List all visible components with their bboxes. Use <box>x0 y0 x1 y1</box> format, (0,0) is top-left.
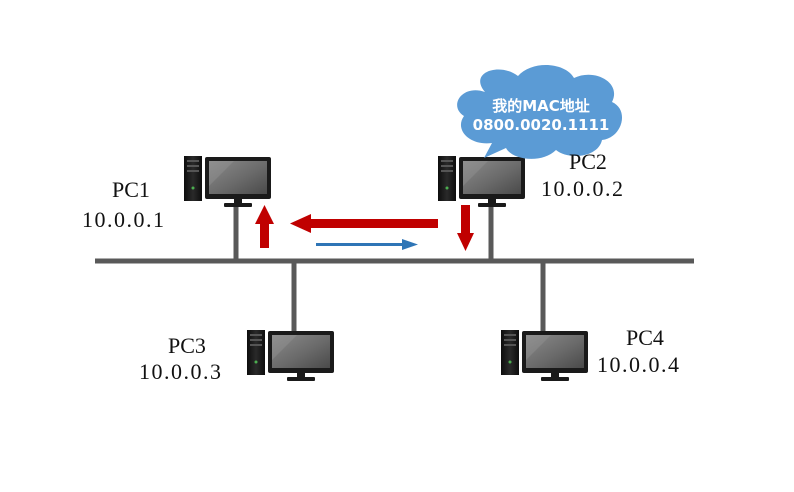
request-right-arrow <box>316 239 418 250</box>
reply-left-arrow <box>290 214 438 233</box>
pc4-name-label: PC4 <box>626 325 664 350</box>
pc1-name-label: PC1 <box>112 177 150 202</box>
pc2-name-label: PC2 <box>569 149 607 174</box>
pc3-name-label: PC3 <box>168 333 206 358</box>
pc2-ip-label: 10.0.0.2 <box>541 176 625 201</box>
bubble-line-2: 0800.0020.1111 <box>473 116 610 134</box>
pc4-computer-icon <box>501 330 588 381</box>
pc4-ip-label: 10.0.0.4 <box>597 352 681 377</box>
pc1-receive-up-arrow <box>255 205 274 248</box>
mac-address-bubble: 我的MAC地址 0800.0020.1111 <box>457 64 623 159</box>
pc3-computer-icon <box>247 330 334 381</box>
pc2-computer-icon <box>438 156 525 207</box>
bubble-line-1: 我的MAC地址 <box>492 97 590 115</box>
pc1-computer-icon <box>184 156 271 207</box>
pc3-ip-label: 10.0.0.3 <box>139 359 223 384</box>
pc2-send-down-arrow <box>457 205 474 251</box>
pc1-ip-label: 10.0.0.1 <box>82 207 166 232</box>
